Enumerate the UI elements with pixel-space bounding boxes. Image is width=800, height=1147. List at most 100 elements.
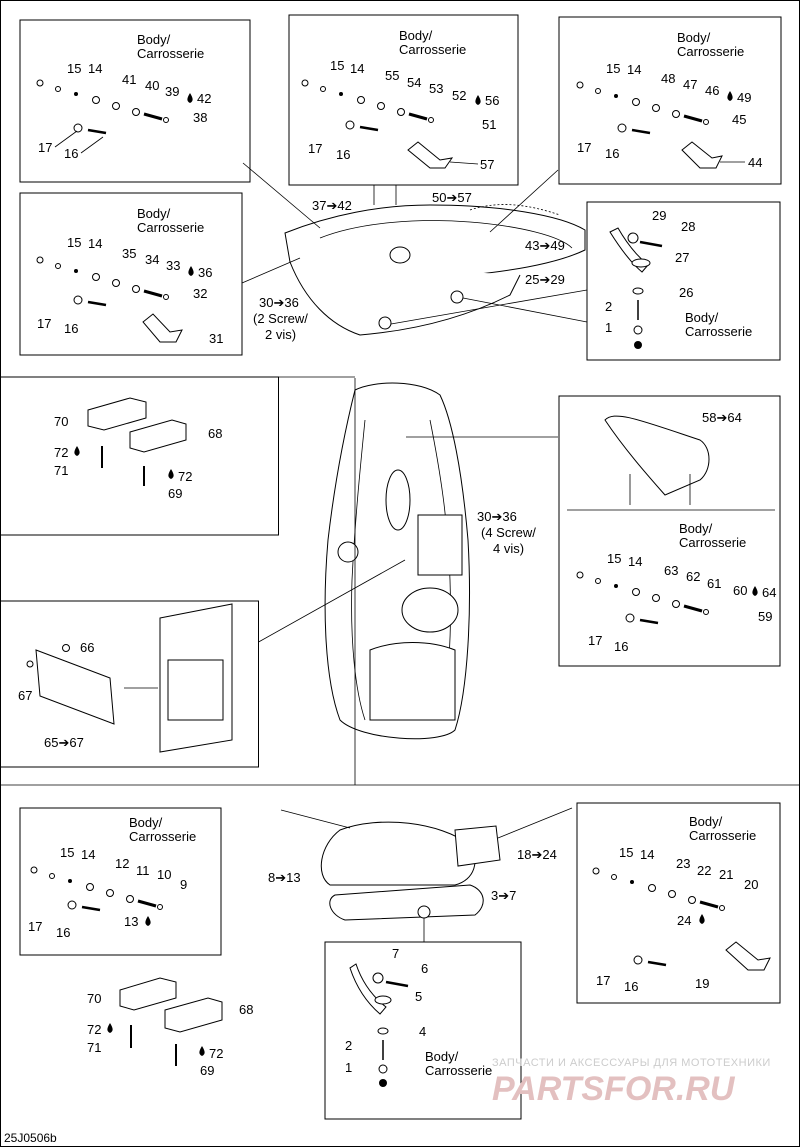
svg-text:61: 61 — [707, 576, 721, 591]
panel-box-k: 70 68 72 71 72 69 — [87, 977, 253, 1078]
svg-text:Carrosserie: Carrosserie — [425, 1063, 492, 1078]
svg-text:16: 16 — [64, 146, 78, 161]
svg-text:17: 17 — [308, 141, 322, 156]
svg-text:55: 55 — [385, 68, 399, 83]
svg-text:Body/: Body/ — [137, 206, 171, 221]
svg-text:44: 44 — [748, 155, 762, 170]
svg-text:Carrosserie: Carrosserie — [689, 828, 756, 843]
carrosserie-label: Carrosserie — [137, 46, 204, 61]
svg-text:48: 48 — [661, 71, 675, 86]
callout-18-24: 18➔24 — [517, 847, 557, 862]
svg-text:23: 23 — [676, 856, 690, 871]
svg-text:15: 15 — [67, 61, 81, 76]
body-label: Body/ — [137, 32, 171, 47]
svg-text:15: 15 — [60, 845, 74, 860]
svg-text:68: 68 — [208, 426, 222, 441]
svg-text:2: 2 — [605, 299, 612, 314]
panel-box-l: 7 6 5 4 2 1 Body/ Carrosserie — [324, 941, 522, 1120]
callout-37-42: 37➔42 — [312, 198, 352, 213]
watermark: ЗАПЧАСТИ И АКСЕССУАРЫ ДЛЯ МОТОТЕХНИКИ PA… — [492, 1057, 770, 1108]
svg-text:51: 51 — [482, 117, 496, 132]
svg-text:45: 45 — [732, 112, 746, 127]
callout-25-29: 25➔29 — [525, 272, 565, 287]
svg-text:15: 15 — [330, 58, 344, 73]
svg-text:10: 10 — [157, 867, 171, 882]
svg-text:38: 38 — [193, 110, 207, 125]
svg-text:46: 46 — [705, 83, 719, 98]
panel-box-j: Body/ Carrosserie 15 14 23 22 21 20 24 1… — [576, 802, 781, 1004]
callout-58-64: 58➔64 — [702, 410, 742, 425]
callout-43-49: 43➔49 — [525, 238, 565, 253]
deck-assembly: 37➔42 50➔57 43➔49 25➔29 30➔36 (2 Screw/ … — [241, 162, 588, 342]
svg-text:1: 1 — [345, 1060, 352, 1075]
svg-text:71: 71 — [87, 1040, 101, 1055]
svg-text:36: 36 — [198, 265, 212, 280]
svg-text:32: 32 — [193, 286, 207, 301]
svg-text:Carrosserie: Carrosserie — [679, 535, 746, 550]
svg-text:Body/: Body/ — [677, 30, 711, 45]
callout-30-36: 30➔36 — [259, 295, 299, 310]
svg-text:54: 54 — [407, 75, 421, 90]
svg-text:11: 11 — [136, 863, 150, 878]
svg-text:72: 72 — [87, 1022, 101, 1037]
svg-text:PARTSFOR.RU: PARTSFOR.RU — [492, 1070, 736, 1108]
panel-box-h: 66 67 65➔67 — [0, 600, 259, 768]
svg-text:35: 35 — [122, 246, 136, 261]
svg-text:17: 17 — [37, 316, 51, 331]
svg-text:16: 16 — [336, 147, 350, 162]
svg-text:7: 7 — [392, 946, 399, 961]
svg-text:4: 4 — [419, 1024, 426, 1039]
svg-text:17: 17 — [28, 919, 42, 934]
svg-text:64: 64 — [762, 585, 776, 600]
svg-text:66: 66 — [80, 640, 94, 655]
svg-text:62: 62 — [686, 569, 700, 584]
svg-text:63: 63 — [664, 563, 678, 578]
svg-text:17: 17 — [588, 633, 602, 648]
svg-text:5: 5 — [415, 989, 422, 1004]
figure-code: 25J0506b — [4, 1131, 57, 1145]
panel-box-d: Body/ Carrosserie 15 14 35 34 33 36 32 1… — [19, 192, 243, 356]
svg-text:69: 69 — [200, 1063, 214, 1078]
svg-text:Carrosserie: Carrosserie — [137, 220, 204, 235]
svg-text:14: 14 — [81, 847, 95, 862]
svg-text:69: 69 — [168, 486, 182, 501]
svg-text:Carrosserie: Carrosserie — [685, 324, 752, 339]
svg-text:57: 57 — [480, 157, 494, 172]
svg-text:72: 72 — [54, 445, 68, 460]
svg-text:70: 70 — [87, 991, 101, 1006]
svg-text:60: 60 — [733, 583, 747, 598]
svg-text:19: 19 — [695, 976, 709, 991]
svg-text:29: 29 — [652, 208, 666, 223]
svg-text:16: 16 — [624, 979, 638, 994]
svg-text:Body/: Body/ — [679, 521, 713, 536]
svg-text:17: 17 — [38, 140, 52, 155]
svg-text:14: 14 — [88, 236, 102, 251]
svg-text:Carrosserie: Carrosserie — [677, 44, 744, 59]
svg-text:39: 39 — [165, 84, 179, 99]
svg-text:14: 14 — [88, 61, 102, 76]
svg-text:22: 22 — [697, 863, 711, 878]
svg-text:59: 59 — [758, 609, 772, 624]
callout-65-67: 65➔67 — [44, 735, 84, 750]
svg-text:53: 53 — [429, 81, 443, 96]
svg-text:Carrosserie: Carrosserie — [129, 829, 196, 844]
panel-box-i: Body/ Carrosserie 15 14 12 11 10 9 13 17… — [19, 807, 222, 956]
svg-text:52: 52 — [452, 88, 466, 103]
svg-text:33: 33 — [166, 258, 180, 273]
svg-text:(2 Screw/: (2 Screw/ — [253, 311, 308, 326]
svg-text:14: 14 — [628, 554, 642, 569]
svg-text:34: 34 — [145, 252, 159, 267]
svg-text:12: 12 — [115, 856, 129, 871]
svg-text:67: 67 — [18, 688, 32, 703]
svg-text:Body/: Body/ — [129, 815, 163, 830]
panel-box-f: 70 68 72 71 72 69 — [0, 376, 279, 536]
svg-text:24: 24 — [677, 913, 691, 928]
panel-box-g: 58➔64 Body/ Carrosserie 15 14 63 62 61 6… — [558, 395, 781, 667]
svg-text:21: 21 — [719, 867, 733, 882]
svg-text:2: 2 — [345, 1038, 352, 1053]
svg-text:16: 16 — [64, 321, 78, 336]
panel-box-a: Body/ Carrosserie 15 14 41 40 39 42 38 1… — [19, 19, 251, 183]
svg-text:9: 9 — [180, 877, 187, 892]
panel-box-e: 29 28 27 26 2 1 Body/ Carrosserie — [586, 201, 781, 361]
